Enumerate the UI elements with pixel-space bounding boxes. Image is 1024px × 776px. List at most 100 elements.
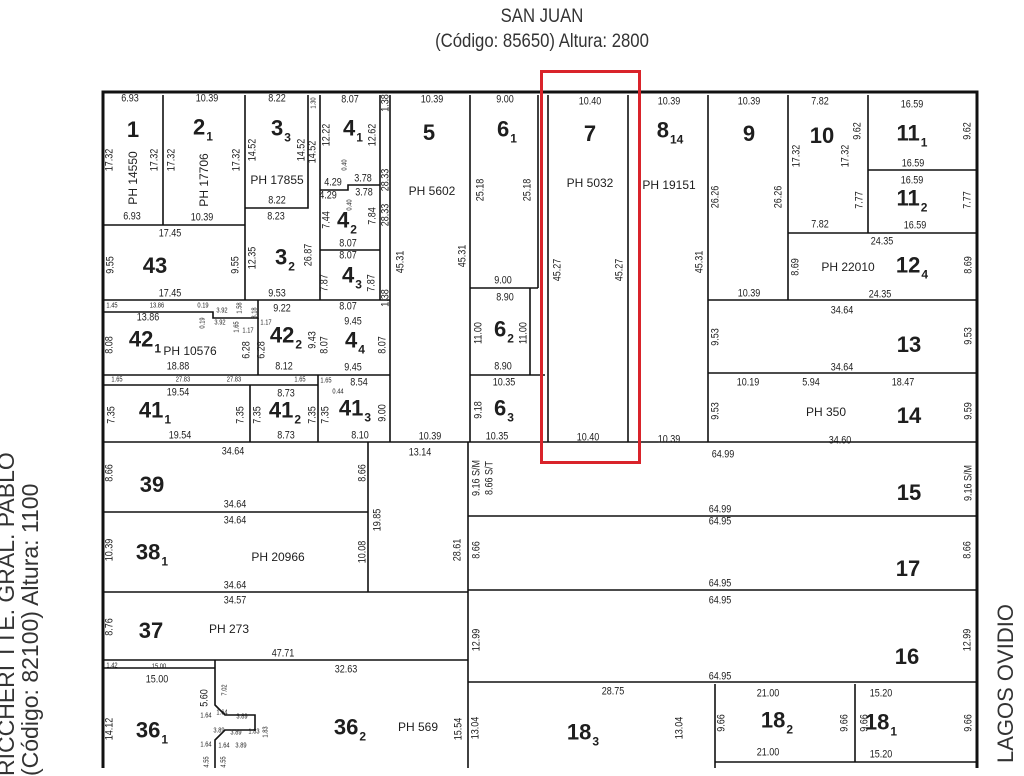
boundary-measurement: 16.59	[903, 219, 927, 232]
highlighted-lot-7-outline[interactable]	[540, 70, 641, 464]
lot-number-41-2[interactable]: 412	[269, 399, 302, 431]
boundary-measurement: 8.73	[277, 387, 295, 400]
street-label-top: SAN JUAN (Código: 85650) Altura: 2800	[65, 4, 1019, 54]
boundary-measurement: 1.45	[106, 302, 118, 310]
street-code-san-juan: (Código: 85650) Altura: 2800	[435, 31, 649, 52]
boundary-measurement: 17.45	[158, 287, 182, 300]
lot-subnumber: 3	[355, 277, 362, 292]
lot-number-42-2[interactable]: 422	[269, 322, 302, 356]
boundary-measurement: 10.19	[736, 376, 760, 389]
lot-number-43[interactable]: 43	[143, 255, 167, 277]
lot-number-6-2[interactable]: 62	[494, 318, 514, 350]
boundary-measurement: 8.66	[356, 464, 369, 482]
lot-subnumber: 4	[921, 267, 929, 282]
lot-number-4-4[interactable]: 44	[345, 329, 365, 361]
lot-number-42-1[interactable]: 421	[129, 328, 161, 360]
boundary-measurement: 14.12	[103, 717, 116, 741]
lot-number-6-1[interactable]: 61	[497, 118, 517, 150]
lot-number: 13	[896, 332, 922, 357]
lot-number-4-1[interactable]: 41	[343, 117, 363, 149]
lot-number-13[interactable]: 13	[897, 334, 921, 356]
boundary-measurement: 10.39	[657, 433, 681, 446]
boundary-measurement: 1.65	[111, 376, 123, 384]
boundary-measurement: 7.84	[366, 207, 379, 225]
lot-number-37[interactable]: 37	[139, 620, 163, 642]
ph-label: PH 5032	[566, 176, 614, 190]
lot-number: 7	[583, 121, 597, 146]
lot-number: 42	[269, 322, 295, 348]
boundary-measurement: 21.00	[756, 687, 780, 700]
boundary-measurement: 34.64	[221, 445, 245, 458]
lot-number: 14	[896, 403, 922, 428]
lot-number: 18	[566, 719, 592, 745]
lot-boundary-line	[245, 95, 309, 209]
lot-number-14[interactable]: 14	[897, 405, 921, 427]
boundary-measurement: 19.54	[166, 386, 190, 399]
boundary-measurement: 3.78	[354, 172, 372, 185]
boundary-measurement: 1.64	[200, 741, 212, 749]
lot-number-36-1[interactable]: 361	[136, 719, 169, 751]
lot-number: 38	[135, 539, 161, 565]
lot-number-18-3[interactable]: 183	[566, 719, 599, 753]
parcel-boundaries	[101, 90, 979, 768]
boundary-measurement: 24.35	[870, 235, 894, 248]
lot-boundary-line	[320, 184, 380, 191]
lot-number-17[interactable]: 17	[896, 558, 920, 580]
lot-number-38-1[interactable]: 381	[135, 539, 168, 573]
lot-number-10[interactable]: 10	[810, 125, 834, 147]
lot-subnumber: 2	[507, 331, 514, 346]
lot-number: 10	[809, 123, 835, 148]
boundary-measurement: 21.00	[756, 746, 780, 759]
lot-number-6-3[interactable]: 63	[494, 397, 514, 429]
lot-number-2-1[interactable]: 21	[193, 116, 213, 148]
lot-number: 11	[896, 185, 920, 211]
boundary-measurement: 16.59	[900, 98, 924, 111]
lot-number: 41	[338, 395, 364, 421]
boundary-measurement: 14.52	[306, 140, 319, 164]
lot-number-3-2[interactable]: 32	[275, 246, 295, 278]
boundary-measurement: 26.87	[302, 243, 315, 267]
lot-number-4-2[interactable]: 42	[337, 209, 357, 241]
boundary-measurement: 8.66	[103, 464, 116, 482]
boundary-measurement: 1.38	[379, 289, 392, 307]
boundary-measurement: 7.77	[961, 191, 974, 209]
lot-number-18-1[interactable]: 181	[864, 709, 897, 743]
boundary-measurement: 27.83	[226, 376, 242, 384]
lot-number-41-3[interactable]: 413	[338, 395, 371, 429]
lot-number-16[interactable]: 16	[895, 646, 919, 668]
lot-number-4-3[interactable]: 43	[342, 264, 362, 296]
boundary-measurement: 9.53	[268, 287, 286, 300]
boundary-measurement: 4.55	[203, 756, 211, 768]
boundary-measurement: 1.65	[294, 376, 306, 384]
boundary-measurement: 7.02	[221, 684, 229, 696]
lot-subnumber: 2	[288, 259, 295, 274]
lot-number-18-2[interactable]: 182	[761, 709, 793, 741]
lot-subnumber: 4	[358, 342, 365, 357]
lot-number: 17	[895, 556, 921, 581]
lot-number-9[interactable]: 9	[743, 123, 755, 145]
lot-number-12-4[interactable]: 124	[896, 254, 929, 286]
lot-number-11-2[interactable]: 112	[896, 185, 928, 219]
lot-number-5[interactable]: 5	[423, 122, 435, 144]
boundary-measurement: 9.45	[344, 361, 362, 374]
lot-number: 18	[864, 709, 890, 735]
lot-number-11-1[interactable]: 111	[897, 122, 928, 154]
lot-number-1[interactable]: 1	[127, 119, 139, 141]
lot-boundary-line	[103, 300, 259, 319]
lot-number: 3	[271, 115, 284, 141]
lot-subnumber: 2	[294, 412, 302, 427]
lot-number-41-1[interactable]: 411	[139, 399, 171, 431]
lot-number-39[interactable]: 39	[140, 474, 164, 496]
boundary-measurement: 17.32	[148, 148, 161, 172]
lot-number-7[interactable]: 7	[584, 123, 596, 145]
boundary-measurement: 1.17	[242, 327, 254, 335]
lot-number-36-2[interactable]: 362	[334, 716, 366, 748]
lot-subnumber: 1	[161, 732, 169, 747]
boundary-measurement: 8.22	[268, 194, 286, 207]
lot-number-15[interactable]: 15	[897, 482, 921, 504]
lot-number-8-14[interactable]: 814	[657, 119, 684, 151]
boundary-measurement: 64.95	[708, 577, 732, 590]
lot-number-3-3[interactable]: 33	[271, 115, 291, 149]
boundary-measurement: 9.16 S/M	[470, 459, 483, 497]
ph-label: PH 22010	[821, 260, 875, 274]
